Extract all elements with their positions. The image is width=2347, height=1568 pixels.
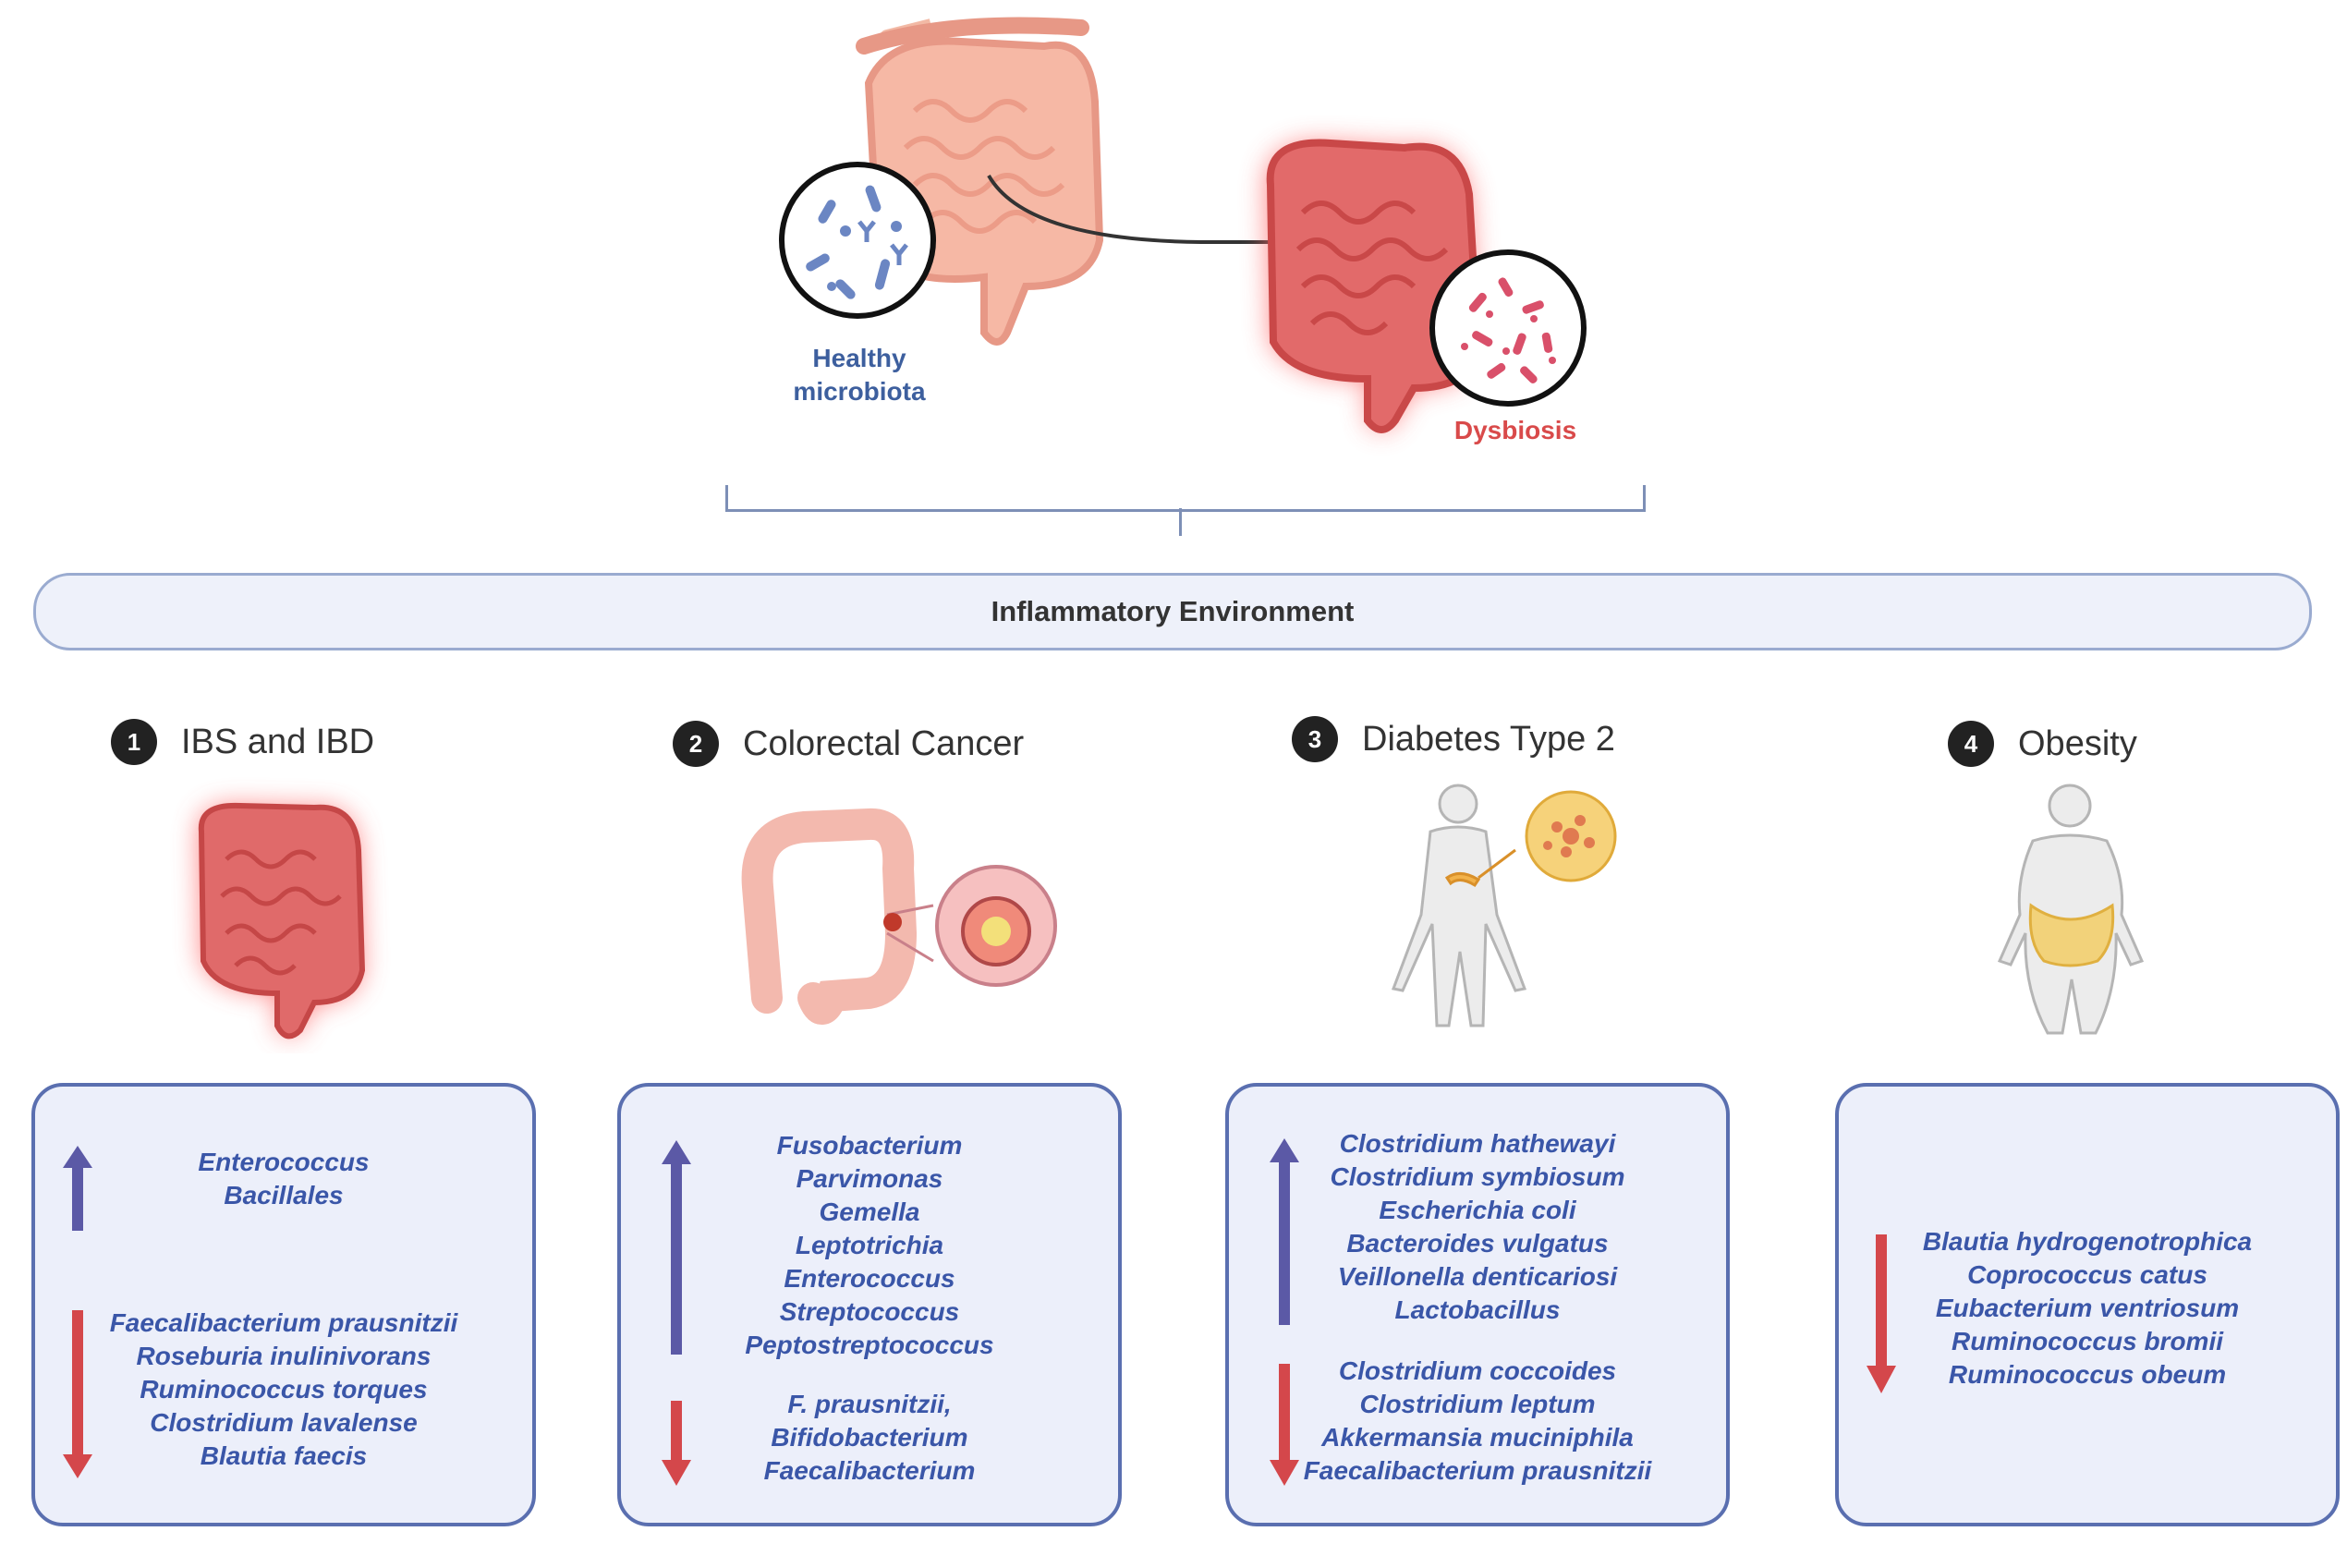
disease-title: Obesity: [2018, 723, 2137, 763]
taxon: Bacteroides vulgatus: [1346, 1229, 1609, 1258]
taxon: Ruminococcus bromii: [1951, 1327, 2224, 1355]
taxon: Lactobacillus: [1394, 1295, 1561, 1324]
obese-body-icon: [1997, 784, 2145, 1035]
disease-heading-2: 2 Colorectal Cancer: [673, 721, 1024, 767]
inflamed-intestine-icon: [198, 802, 366, 1039]
inflammatory-environment-bar: Inflammatory Environment: [33, 573, 2312, 650]
taxon: Enterococcus: [784, 1264, 955, 1293]
taxon: Faecalibacterium prausnitzii: [1303, 1456, 1652, 1485]
taxon: Eubacterium ventriosum: [1935, 1294, 2240, 1322]
taxon: Clostridium lavalense: [150, 1408, 418, 1437]
taxa-box-4: Blautia hydrogenotrophica Coprococcus ca…: [1835, 1083, 2340, 1526]
down-arrow-icon: [1270, 1364, 1299, 1486]
taxon: Enterococcus: [198, 1148, 370, 1176]
disease-heading-3: 3 Diabetes Type 2: [1292, 716, 1615, 762]
taxon: Clostridium leptum: [1359, 1390, 1596, 1418]
decreased-taxa-list: Faecalibacterium prausnitzii Roseburia i…: [35, 1307, 532, 1473]
body-pancreas-icon: [1391, 784, 1617, 1027]
taxon: Parvimonas: [796, 1164, 943, 1193]
inflammatory-environment-label: Inflammatory Environment: [991, 595, 1355, 627]
taxon: Bifidobacterium: [771, 1423, 968, 1452]
up-arrow-icon: [662, 1140, 691, 1355]
taxon: Clostridium coccoides: [1338, 1356, 1617, 1385]
increased-taxa-list: Enterococcus Bacillales: [35, 1146, 532, 1212]
taxon: Bacillales: [224, 1181, 344, 1209]
up-arrow-icon: [63, 1146, 92, 1231]
taxon: Clostridium hathewayi: [1339, 1129, 1616, 1158]
disease-title: Colorectal Cancer: [743, 723, 1025, 763]
taxa-box-2: Fusobacterium Parvimonas Gemella Leptotr…: [617, 1083, 1122, 1526]
number-badge: 1: [111, 719, 157, 765]
disease-heading-1: 1 IBS and IBD: [111, 719, 374, 765]
dysbiosis-microbiota-circle: [1429, 249, 1587, 407]
taxon: Akkermansia muciniphila: [1321, 1423, 1634, 1452]
taxon: Gemella: [819, 1197, 920, 1226]
taxon: Faecalibacterium prausnitzii: [109, 1308, 458, 1337]
bracket-stem: [1179, 508, 1182, 536]
taxon: Streptococcus: [779, 1297, 960, 1326]
transition-arrow: [987, 175, 1322, 261]
bracket: [725, 485, 1646, 512]
up-arrow-icon: [1270, 1138, 1299, 1325]
disease-title: IBS and IBD: [181, 722, 375, 761]
decreased-taxa-list: Clostridium coccoides Clostridium leptum…: [1229, 1355, 1726, 1488]
dysbiosis-label: Dysbiosis: [1453, 416, 1577, 444]
taxon: Escherichia coli: [1379, 1196, 1576, 1224]
number-badge: 4: [1948, 721, 1994, 767]
down-arrow-icon: [1867, 1234, 1896, 1393]
healthy-microbiota-circle: [779, 162, 936, 319]
disease-heading-4: 4 Obesity: [1948, 721, 2137, 767]
down-arrow-icon: [662, 1401, 691, 1486]
taxon: Coprococcus catus: [1967, 1260, 2207, 1289]
taxon: F. prausnitzii,: [787, 1390, 952, 1418]
taxon: Veillonella denticariosi: [1337, 1262, 1618, 1291]
taxon: Peptostreptococcus: [745, 1331, 994, 1359]
number-badge: 3: [1292, 716, 1338, 762]
increased-taxa-list: Fusobacterium Parvimonas Gemella Leptotr…: [621, 1129, 1118, 1362]
taxa-box-3: Clostridium hathewayi Clostridium symbio…: [1225, 1083, 1730, 1526]
taxon: Clostridium symbiosum: [1330, 1162, 1625, 1191]
taxon: Faecalibacterium: [763, 1456, 976, 1485]
decreased-taxa-list: F. prausnitzii, Bifidobacterium Faecalib…: [621, 1388, 1118, 1488]
taxon: Blautia faecis: [200, 1441, 368, 1470]
taxa-box-1: Enterococcus Bacillales Faecalibacterium…: [31, 1083, 536, 1526]
taxon: Ruminococcus torques: [140, 1375, 428, 1404]
intestine-illustration: [779, 17, 1587, 433]
increased-taxa-list: Clostridium hathewayi Clostridium symbio…: [1229, 1127, 1726, 1327]
taxon: Blautia hydrogenotrophica: [1922, 1227, 2253, 1256]
disease-title: Diabetes Type 2: [1362, 719, 1615, 759]
taxon: Leptotrichia: [795, 1231, 944, 1259]
number-badge: 2: [673, 721, 719, 767]
taxon: Fusobacterium: [776, 1131, 963, 1160]
decreased-taxa-list: Blautia hydrogenotrophica Coprococcus ca…: [1839, 1225, 2336, 1392]
down-arrow-icon: [63, 1310, 92, 1478]
taxon: Roseburia inulinivorans: [136, 1342, 432, 1370]
healthy-microbiota-label: Healthy microbiota: [793, 344, 926, 406]
disease-illustrations: [198, 784, 2145, 1039]
taxon: Ruminococcus obeum: [1948, 1360, 2227, 1389]
colon-tumor-icon: [741, 808, 1057, 1025]
